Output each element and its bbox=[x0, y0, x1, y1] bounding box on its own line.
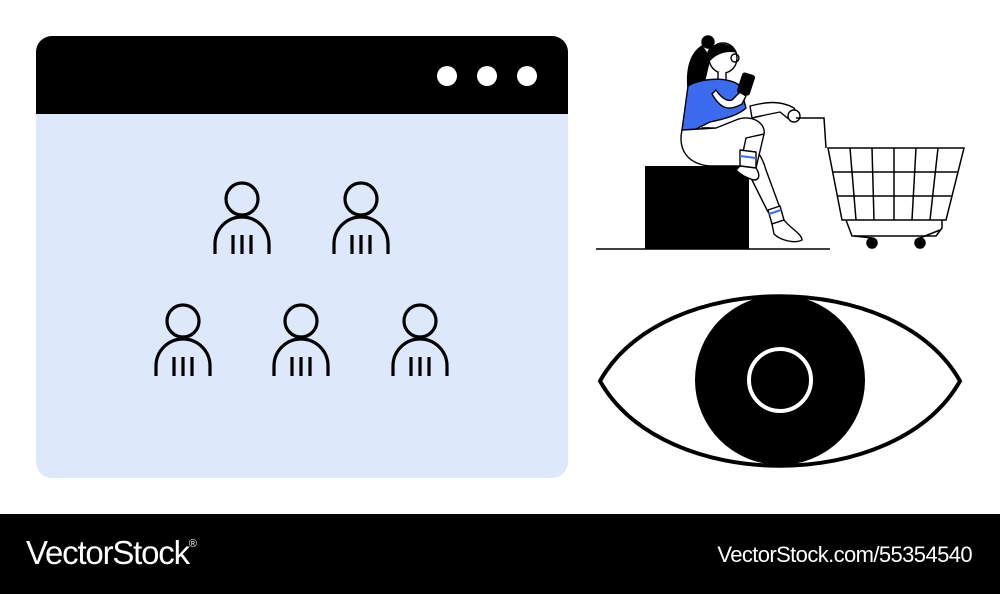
eye-pupil bbox=[747, 347, 813, 413]
browser-title-bar bbox=[36, 36, 568, 114]
people-group bbox=[154, 181, 449, 378]
box bbox=[645, 166, 749, 249]
person-icon bbox=[332, 181, 390, 256]
vectorstock-logo: VectorStock® bbox=[26, 534, 197, 571]
browser-window bbox=[36, 36, 568, 478]
shopping-cart-icon bbox=[796, 117, 965, 249]
illustration bbox=[36, 35, 965, 478]
person-icon bbox=[272, 303, 330, 378]
watermark-bar: VectorStock® VectorStock.com/55354540 bbox=[0, 514, 1000, 594]
eye-icon bbox=[597, 294, 963, 468]
person-icon bbox=[213, 181, 271, 256]
window-dot-icon bbox=[437, 66, 457, 86]
window-dot-icon bbox=[477, 66, 497, 86]
woman-figure bbox=[680, 35, 803, 243]
person-icon bbox=[391, 303, 449, 378]
stock-id-text: VectorStock.com/55354540 bbox=[717, 542, 972, 567]
person-icon bbox=[154, 303, 212, 378]
window-dot-icon bbox=[517, 66, 537, 86]
shopper-scene bbox=[596, 35, 965, 250]
